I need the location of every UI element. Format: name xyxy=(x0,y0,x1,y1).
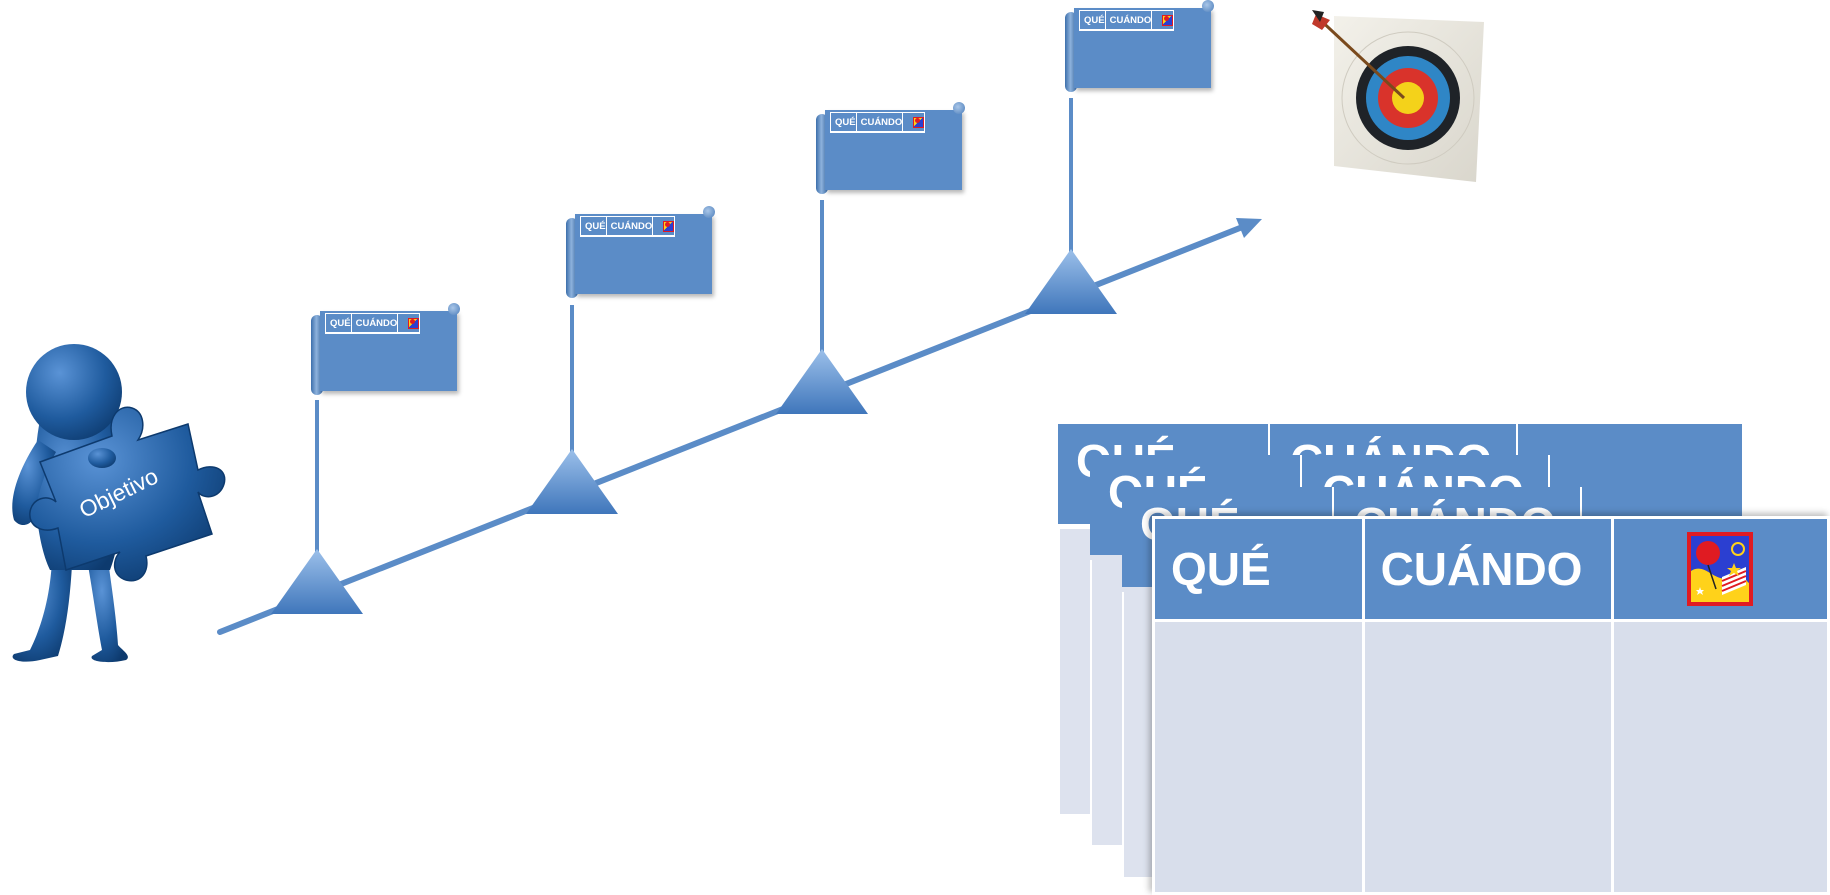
figure-with-puzzle: Objetivo xyxy=(12,344,226,663)
que-header: QUÉ xyxy=(1152,516,1365,622)
flag-scroll-curl xyxy=(953,102,965,114)
milestone-triangle-1 xyxy=(271,549,363,614)
celebration-stamp-icon xyxy=(408,317,420,329)
milestone-flag-4: QUÉ CUÁNDO xyxy=(1065,0,1214,92)
flag-scroll-curl xyxy=(448,303,460,315)
cuando-header: CUÁNDO xyxy=(605,216,654,236)
flag-table: QUÉ CUÁNDO xyxy=(1079,10,1175,31)
archery-target-icon xyxy=(1312,10,1484,182)
que-header: QUÉ xyxy=(1079,10,1106,30)
figure-head xyxy=(26,344,122,440)
icon-cell xyxy=(902,131,926,133)
milestone-flag-3: QUÉ CUÁNDO xyxy=(816,102,965,194)
flag-scroll-curl xyxy=(703,206,715,218)
cuando-header: CUÁNDO xyxy=(1361,516,1614,622)
celebration-stamp-icon xyxy=(1162,14,1174,26)
icon-header xyxy=(1610,516,1830,622)
icon-header xyxy=(397,313,421,333)
flag-table: QUÉ CUÁNDO xyxy=(325,313,421,334)
milestone-triangle-2 xyxy=(526,449,618,514)
que-cell xyxy=(1152,619,1365,895)
flag-table: QUÉ CUÁNDO xyxy=(830,112,926,133)
icon-cell xyxy=(1151,29,1175,31)
cuando-cell xyxy=(1361,619,1614,895)
flag-scroll-curl xyxy=(1202,0,1214,12)
que-header: QUÉ xyxy=(580,216,607,236)
milestone-triangle-3 xyxy=(776,349,868,414)
cuando-header: CUÁNDO xyxy=(350,313,399,333)
milestone-triangle-4 xyxy=(1025,249,1117,314)
milestone-flag-1: QUÉ CUÁNDO xyxy=(311,303,460,395)
celebration-stamp-icon xyxy=(913,116,925,128)
icon-header xyxy=(902,112,926,132)
flag-table: QUÉ CUÁNDO xyxy=(580,216,676,237)
icon-cell xyxy=(397,332,421,334)
celebration-stamp-icon xyxy=(663,220,675,232)
icon-cell xyxy=(652,235,676,237)
flag-poles xyxy=(315,98,1073,555)
celebration-stamp-icon xyxy=(1687,532,1754,606)
milestone-flag-2: QUÉ CUÁNDO xyxy=(566,206,715,298)
icon-cell xyxy=(1610,619,1830,895)
main-table: QUÉ CUÁNDO xyxy=(1152,516,1830,895)
